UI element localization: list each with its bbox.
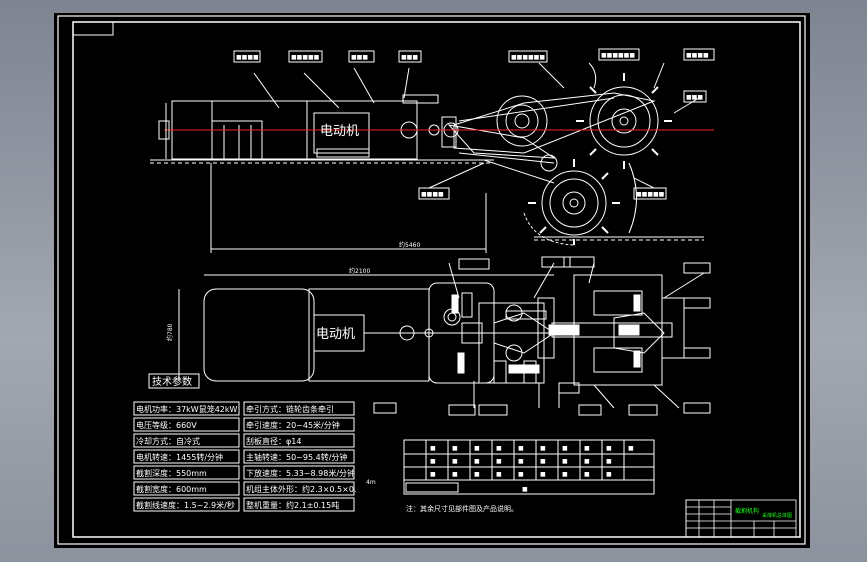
svg-text:■: ■ bbox=[496, 471, 502, 478]
svg-text:■: ■ bbox=[452, 471, 458, 478]
note: 注：其余尺寸见部件图及产品说明。 bbox=[406, 504, 518, 513]
svg-text:■: ■ bbox=[474, 445, 480, 452]
tech-specs: 技术参数 电机功率：37kW鼠笼42kW 电压等级：660V 冷却方式：自冷式 … bbox=[133, 373, 376, 512]
spec-right: 牵引速度：20~45米/分钟 bbox=[246, 420, 340, 430]
svg-text:■■■■: ■■■■ bbox=[236, 54, 259, 61]
plan-labels bbox=[373, 256, 711, 416]
svg-text:■: ■ bbox=[518, 445, 524, 452]
side-labels bbox=[158, 48, 715, 200]
dim-plan-width: 约780 bbox=[166, 323, 174, 341]
drawing-sheet: ■■■■■■■■■ ■■■■■■ ■■■■■■■■■■■■ ■■■■■■■ ■■… bbox=[54, 13, 810, 548]
spec-right: 主轴转速：50~95.4转/分钟 bbox=[246, 452, 347, 462]
spec-left: 截割深度：550mm bbox=[136, 468, 207, 478]
svg-text:■: ■ bbox=[562, 471, 568, 478]
spec-right: 整机重量：约2.1±0.15吨 bbox=[246, 500, 339, 510]
corner-tag bbox=[72, 21, 114, 36]
svg-text:■: ■ bbox=[452, 445, 458, 452]
parts-table-cells: ■ ■ ■ ■ ■ ■ ■ ■ ■ ■ ■ ■ ■ ■ ■ ■ ■ ■ ■ ■ ■ ■ ■ ■ ■ ■ ■ ■ ■ bbox=[430, 445, 634, 493]
spec-left: 电机转速：1455转/分钟 bbox=[136, 452, 223, 462]
svg-text:■: ■ bbox=[474, 471, 480, 478]
svg-text:■: ■ bbox=[584, 445, 590, 452]
spec-left: 电机功率：37kW鼠笼42kW bbox=[136, 404, 238, 414]
svg-text:■: ■ bbox=[496, 458, 502, 465]
svg-text:■: ■ bbox=[628, 445, 634, 452]
outer-frame bbox=[57, 15, 806, 545]
svg-text:■: ■ bbox=[496, 445, 502, 452]
svg-text:■■■: ■■■ bbox=[401, 54, 418, 61]
spec-left: 电压等级：660V bbox=[136, 420, 197, 430]
side-label-text: ■■■■■■■■■ ■■■■■■ ■■■■■■■■■■■■ ■■■■■■■ ■■… bbox=[236, 52, 709, 198]
spec-left: 截割宽度：600mm bbox=[136, 484, 207, 494]
svg-text:■: ■ bbox=[606, 445, 612, 452]
plan-hatching bbox=[451, 294, 641, 374]
svg-text:■: ■ bbox=[540, 445, 546, 452]
svg-text:■■■: ■■■ bbox=[351, 54, 368, 61]
svg-text:■: ■ bbox=[518, 458, 524, 465]
svg-text:■: ■ bbox=[562, 445, 568, 452]
svg-text:■: ■ bbox=[540, 458, 546, 465]
dim-total-side: 约5460 bbox=[399, 241, 420, 249]
svg-text:■■■■■■: ■■■■■■ bbox=[511, 54, 545, 61]
title-block-sub: 采煤机总体图 bbox=[762, 512, 792, 519]
note-small: 4m bbox=[366, 479, 376, 486]
parts-table bbox=[403, 439, 655, 495]
svg-text:■: ■ bbox=[540, 471, 546, 478]
svg-text:■■■■■: ■■■■■ bbox=[291, 54, 320, 61]
svg-text:■: ■ bbox=[522, 486, 528, 493]
motor-label-side: 电动机 bbox=[320, 124, 359, 139]
svg-text:■: ■ bbox=[518, 471, 524, 478]
svg-text:■■■■■: ■■■■■ bbox=[636, 191, 665, 198]
spec-right: 牵引方式：链轮齿条牵引 bbox=[246, 404, 334, 414]
svg-text:■: ■ bbox=[606, 471, 612, 478]
motor-label-plan: 电动机 bbox=[316, 327, 355, 342]
spec-left: 冷却方式：自冷式 bbox=[136, 436, 200, 446]
spec-left: 截割线速度：1.5~2.9米/秒 bbox=[136, 500, 235, 510]
svg-text:■■■■: ■■■■ bbox=[421, 191, 444, 198]
svg-text:■■■■: ■■■■ bbox=[686, 52, 709, 59]
svg-text:■: ■ bbox=[474, 458, 480, 465]
spec-right: 下放速度：5.33~8.98米/分钟 bbox=[246, 468, 355, 478]
svg-text:■■■: ■■■ bbox=[686, 94, 703, 101]
dim-total-plan: 约2100 bbox=[349, 267, 370, 275]
svg-text:■■■■■■: ■■■■■■ bbox=[601, 52, 635, 59]
side-view bbox=[150, 62, 714, 253]
title-block bbox=[685, 499, 797, 538]
svg-text:■: ■ bbox=[430, 458, 436, 465]
svg-text:■: ■ bbox=[584, 471, 590, 478]
spec-title: 技术参数 bbox=[152, 375, 192, 388]
cad-drawing: ■■■■■■■■■ ■■■■■■ ■■■■■■■■■■■■ ■■■■■■■ ■■… bbox=[57, 15, 806, 545]
svg-text:■: ■ bbox=[606, 458, 612, 465]
spec-right: 机组主体外形：约2.3×0.5×0. bbox=[246, 484, 356, 494]
svg-text:■: ■ bbox=[430, 471, 436, 478]
inner-frame bbox=[72, 21, 801, 538]
plan-view bbox=[178, 262, 705, 409]
svg-text:■: ■ bbox=[584, 458, 590, 465]
svg-text:■: ■ bbox=[562, 458, 568, 465]
svg-text:■: ■ bbox=[452, 458, 458, 465]
svg-text:■: ■ bbox=[430, 445, 436, 452]
title-block-name: 截割机构 bbox=[735, 507, 759, 515]
spec-right: 刮板直径：φ14 bbox=[246, 436, 301, 446]
